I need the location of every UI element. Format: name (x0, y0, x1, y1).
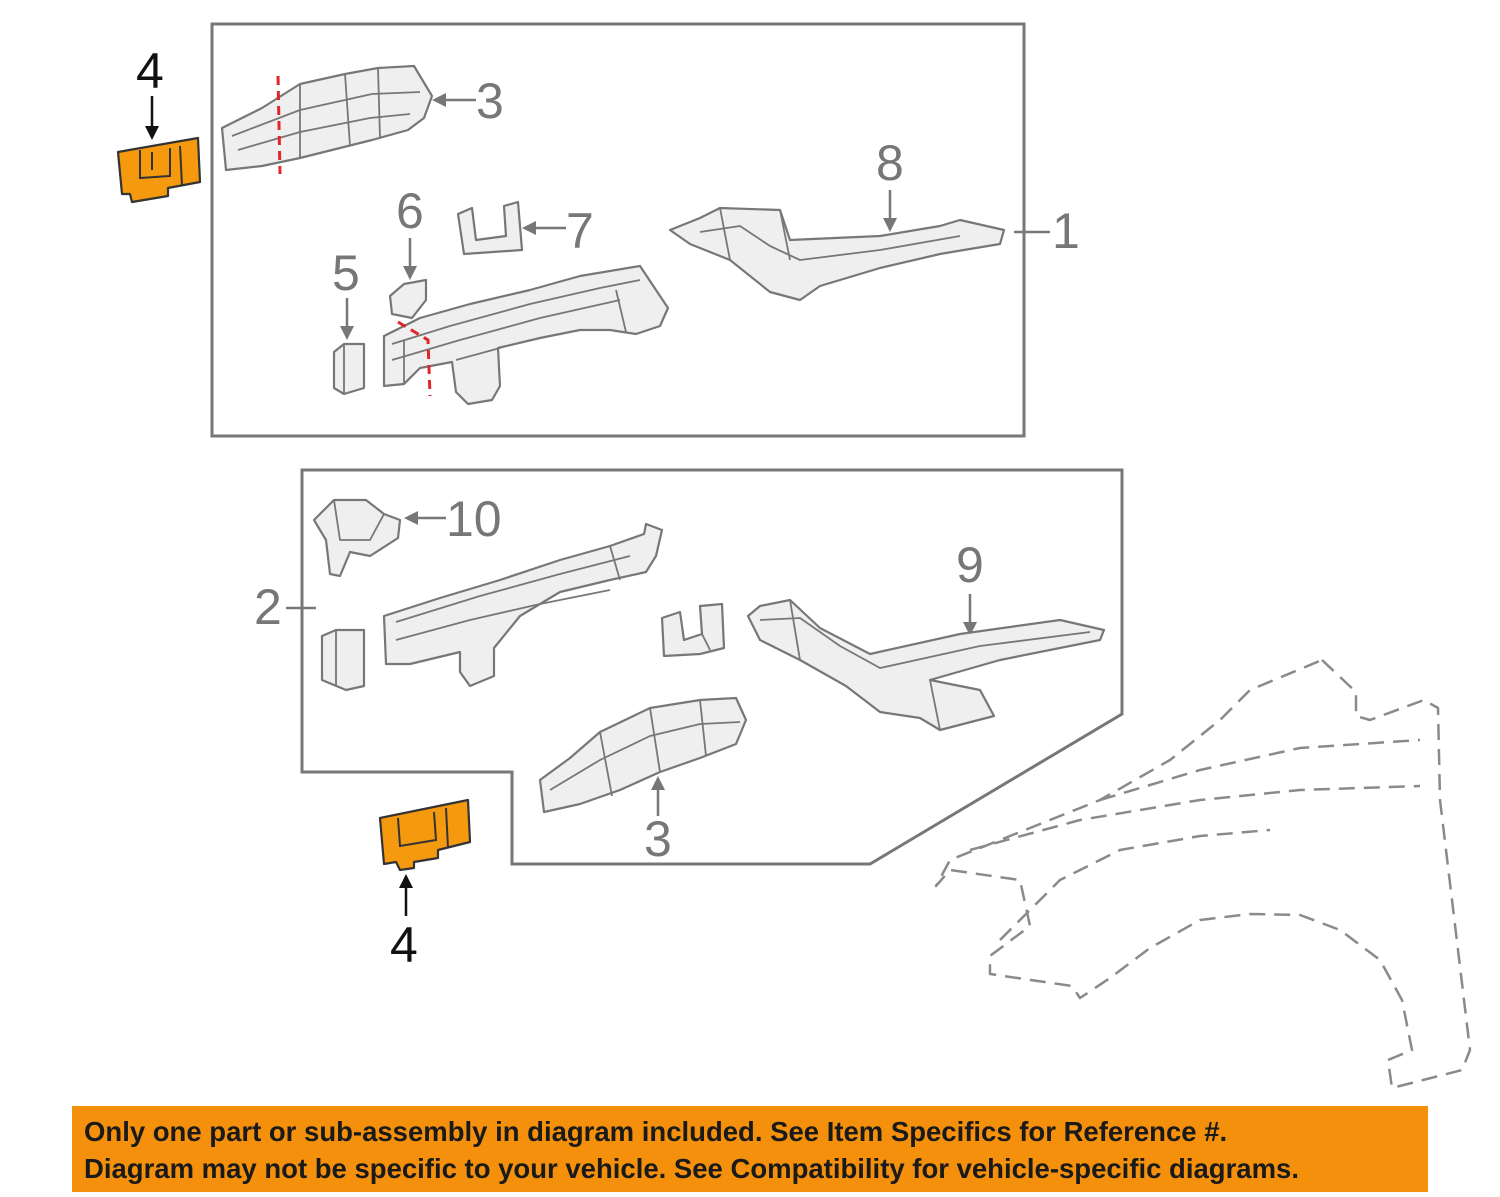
callout-2: 2 (254, 579, 282, 635)
fender-outline (934, 658, 1472, 1090)
callout-6: 6 (396, 183, 424, 239)
front-rail-outer-drawing (382, 522, 664, 688)
front-rail-inner-drawing (382, 264, 670, 406)
callout-3-bottom: 3 (644, 811, 672, 867)
part-4-top-highlight (116, 136, 202, 204)
part-6-drawing (388, 278, 428, 320)
part-4-bottom-highlight (378, 798, 472, 872)
disclaimer-line-1: Only one part or sub-assembly in diagram… (84, 1116, 1228, 1147)
part-8-drawing (668, 206, 1006, 302)
callout-9: 9 (956, 537, 984, 593)
bottom-assembly-box (300, 468, 1124, 866)
part-9-drawing (746, 598, 1106, 732)
callout-8: 8 (876, 135, 904, 191)
part-5-drawing (332, 342, 366, 396)
callout-3-top: 3 (476, 73, 504, 129)
part-3-top-drawing (220, 64, 434, 172)
disclaimer-line-2: Diagram may not be specific to your vehi… (84, 1153, 1299, 1184)
cut-line-part-3 (276, 75, 282, 175)
callout-4-bottom: 4 (390, 917, 418, 973)
callout-10: 10 (446, 491, 502, 547)
cut-line-front-rail (397, 320, 432, 397)
callout-7: 7 (566, 203, 594, 259)
callout-5: 5 (332, 245, 360, 301)
callout-4-top: 4 (136, 43, 164, 99)
disclaimer-banner: Only one part or sub-assembly in diagram… (72, 1106, 1428, 1192)
bottom-bracket-drawing (660, 602, 726, 658)
part-10-drawing (312, 498, 402, 578)
part-3-bottom-drawing (538, 696, 748, 814)
callout-1: 1 (1052, 203, 1080, 259)
bottom-small-block-drawing (320, 628, 366, 692)
part-7-drawing (456, 200, 524, 256)
